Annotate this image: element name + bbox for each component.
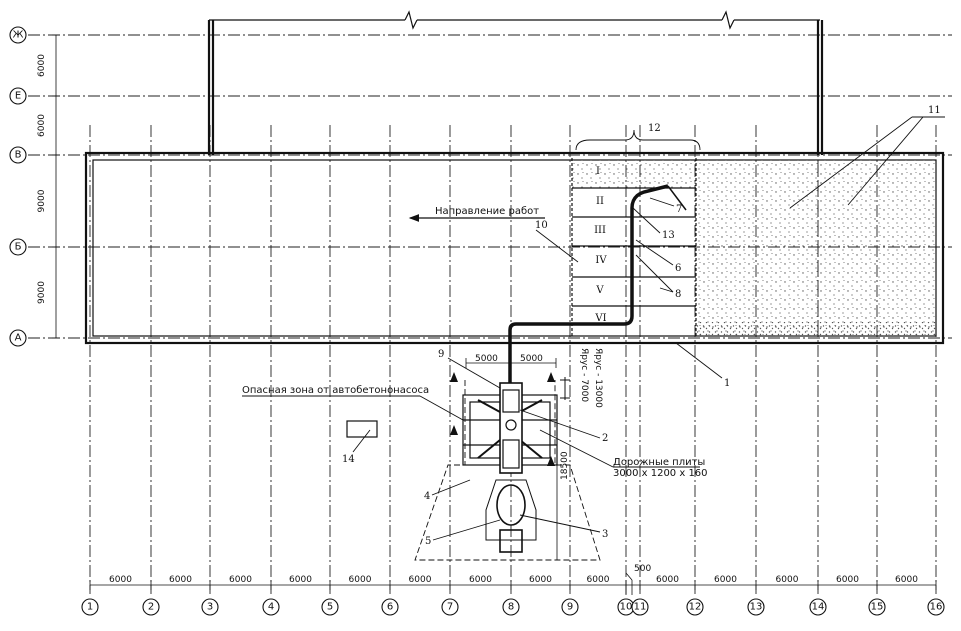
callout-10: 10 xyxy=(535,220,548,231)
column-spacing-label: 6000 xyxy=(776,575,799,585)
section-label-V: V xyxy=(595,285,604,296)
column-spacing-label: 6000 xyxy=(109,575,132,585)
callout-2: 2 xyxy=(602,433,608,444)
row-axis-Ж: Ж xyxy=(13,30,24,41)
row-axis-Е: Е xyxy=(15,91,21,102)
upper-structure xyxy=(207,10,824,155)
column-spacing-label: 6000 xyxy=(409,575,432,585)
column-spacing-label: 6000 xyxy=(349,575,372,585)
column-axis-11: 11 xyxy=(634,602,647,613)
callout-9: 9 xyxy=(438,349,444,360)
concreted-area xyxy=(572,160,936,336)
callout-8: 8 xyxy=(675,289,681,300)
column-spacing-label: 6000 xyxy=(169,575,192,585)
column-spacing-label: 6000 xyxy=(469,575,492,585)
section-label-VI: VI xyxy=(594,313,606,324)
callout-1: 1 xyxy=(724,378,730,389)
column-spacing-label: 6000 xyxy=(289,575,312,585)
column-axis-8: 8 xyxy=(508,602,514,613)
column-axis-9: 9 xyxy=(567,602,573,613)
road-slabs-size: 3000 х 1200 х 160 xyxy=(613,468,708,479)
column-spacing-label: 6000 xyxy=(656,575,679,585)
column-axis-10: 10 xyxy=(620,602,633,613)
road-slabs-label: Дорожные плиты xyxy=(613,457,705,468)
tier-7000-label: Ярус - 7000 xyxy=(579,348,589,402)
grid-dimensions: 6000 6000 6000 6000 6000 6000 6000 6000 6000 6000… xyxy=(37,34,937,590)
row-spacing-label: 6000 xyxy=(37,54,47,77)
column-axis-7: 7 xyxy=(447,602,453,613)
callout-7: 7 xyxy=(676,204,682,215)
callout-5: 5 xyxy=(425,536,431,547)
site-box xyxy=(346,420,378,438)
column-axis-3: 3 xyxy=(207,602,213,613)
dim-18500-label: 18500 xyxy=(560,451,570,480)
callout-6: 6 xyxy=(675,263,681,274)
column-axis-12: 12 xyxy=(689,602,702,613)
column-axis-13: 13 xyxy=(750,602,763,613)
column-axis-6: 6 xyxy=(387,602,393,613)
pump-truck-area xyxy=(414,358,601,561)
section-label-II: II xyxy=(596,196,604,207)
row-spacing-label: 9000 xyxy=(37,281,47,304)
callout-11: 11 xyxy=(928,105,941,116)
column-axis-5: 5 xyxy=(327,602,333,613)
section-label-III: III xyxy=(594,225,606,236)
row-axis-А: А xyxy=(15,333,22,344)
column-axis-14: 14 xyxy=(812,602,825,613)
row-axis-В: В xyxy=(15,150,22,161)
column-axis-16: 16 xyxy=(930,602,943,613)
row-spacing-label: 6000 xyxy=(37,114,47,137)
small-offset-label: 500 xyxy=(634,564,651,574)
section-label-IV: IV xyxy=(595,255,607,266)
row-axis-Б: Б xyxy=(15,242,22,253)
column-axis-1: 1 xyxy=(87,602,93,613)
callout-13: 13 xyxy=(662,230,675,241)
dim-5000-right: 5000 xyxy=(520,354,543,364)
callouts: 1 2 3 4 5 6 7 8 9 10 11 12 13 14 xyxy=(342,105,945,547)
callout-3: 3 xyxy=(602,529,608,540)
work-direction-arrow: Направление работ xyxy=(408,206,545,222)
tier-13000-label: Ярус - 13000 xyxy=(593,348,603,408)
column-spacing-label: 6000 xyxy=(895,575,918,585)
work-direction-label: Направление работ xyxy=(435,206,539,217)
callout-4: 4 xyxy=(424,491,430,502)
callout-12: 12 xyxy=(648,123,661,134)
column-axis-4: 4 xyxy=(268,602,274,613)
sections-grid xyxy=(571,158,697,336)
column-axis-2: 2 xyxy=(148,602,154,613)
callout-14: 14 xyxy=(342,454,355,465)
section-label-I: I xyxy=(596,166,600,177)
row-spacing-label: 9000 xyxy=(37,189,47,212)
danger-zone-label: Опасная зона от автобетононасоса xyxy=(242,385,429,396)
column-spacing-label: 6000 xyxy=(714,575,737,585)
concrete-pipeline xyxy=(508,184,687,386)
grid-lines xyxy=(28,34,952,594)
dim-5000-left: 5000 xyxy=(475,354,498,364)
column-spacing-label: 6000 xyxy=(836,575,859,585)
column-spacing-label: 6000 xyxy=(229,575,252,585)
column-axis-15: 15 xyxy=(871,602,884,613)
column-spacing-label: 6000 xyxy=(529,575,552,585)
column-spacing-label: 6000 xyxy=(587,575,610,585)
